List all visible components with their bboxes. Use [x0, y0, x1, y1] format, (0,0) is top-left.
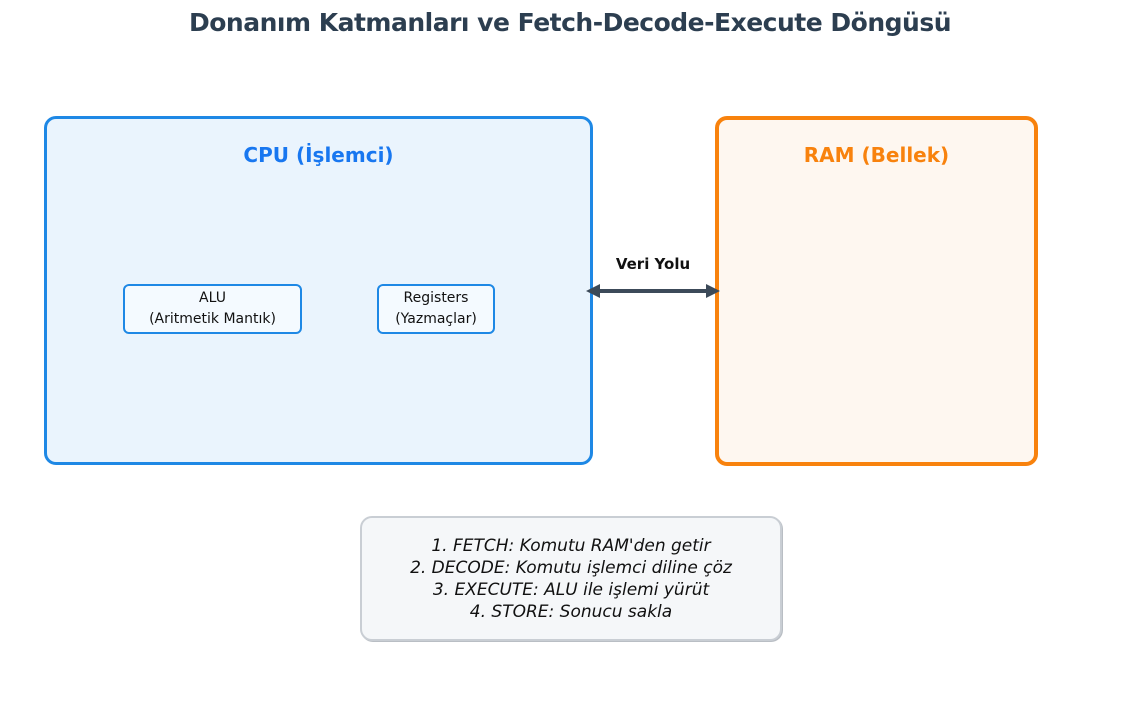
- alu-label-line1: ALU: [199, 290, 226, 306]
- cycle-step-fetch: 1. FETCH: Komutu RAM'den getir: [431, 535, 711, 556]
- alu-box: ALU (Aritmetik Mantık): [123, 284, 302, 334]
- page-title: Donanım Katmanları ve Fetch-Decode-Execu…: [189, 8, 952, 37]
- cpu-label: CPU (İşlemci): [243, 143, 394, 167]
- cycle-steps-box: 1. FETCH: Komutu RAM'den getir 2. DECODE…: [360, 516, 782, 641]
- cycle-step-execute: 3. EXECUTE: ALU ile işlemi yürüt: [432, 579, 710, 600]
- ram-box: RAM (Bellek): [715, 116, 1038, 466]
- registers-box: Registers (Yazmaçlar): [377, 284, 495, 334]
- registers-label-line2: (Yazmaçlar): [395, 311, 477, 327]
- ram-label: RAM (Bellek): [803, 143, 950, 167]
- cpu-box: CPU (İşlemci) ALU (Aritmetik Mantık) Reg…: [44, 116, 593, 465]
- alu-label-line2: (Aritmetik Mantık): [149, 311, 276, 327]
- registers-label-line1: Registers: [403, 290, 469, 306]
- bus-double-arrow-icon: [586, 284, 720, 298]
- cycle-step-store: 4. STORE: Sonucu sakla: [469, 601, 673, 622]
- cycle-step-decode: 2. DECODE: Komutu işlemci diline çöz: [410, 557, 732, 578]
- bus-label: Veri Yolu: [615, 255, 691, 273]
